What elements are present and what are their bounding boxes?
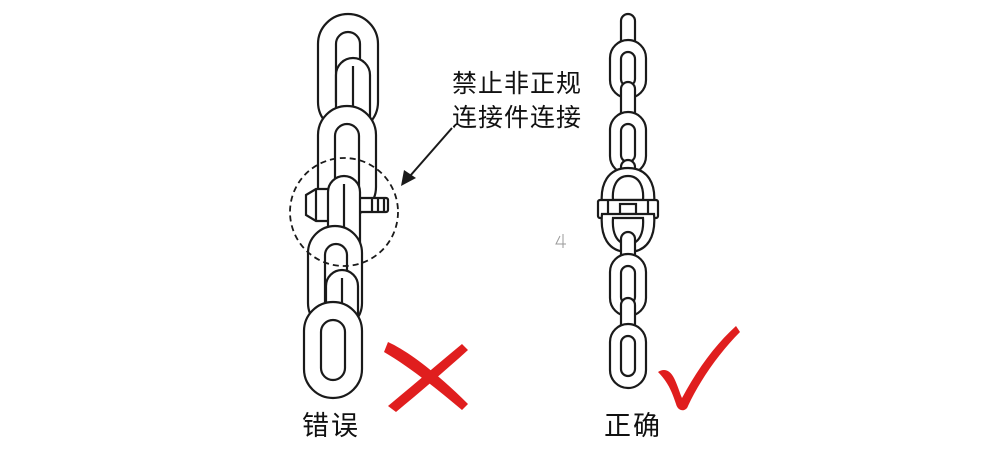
stray-mark	[555, 234, 566, 248]
callout-arrow	[401, 127, 453, 186]
chain-link	[302, 300, 364, 400]
wrong-chain	[302, 12, 390, 400]
highlight-circle	[289, 157, 399, 267]
callout-text-line-2: 连接件连接	[452, 103, 583, 132]
chain-link	[608, 322, 648, 390]
wrong-label: 错误	[302, 411, 360, 442]
check-mark-icon	[658, 326, 740, 411]
chain-link	[608, 38, 648, 100]
correct-chain	[596, 12, 660, 390]
callout-text-line-1: 禁止非正规	[452, 69, 583, 98]
chain-link	[608, 110, 648, 176]
cross-mark-icon	[384, 342, 468, 412]
correct-label: 正确	[604, 411, 662, 442]
